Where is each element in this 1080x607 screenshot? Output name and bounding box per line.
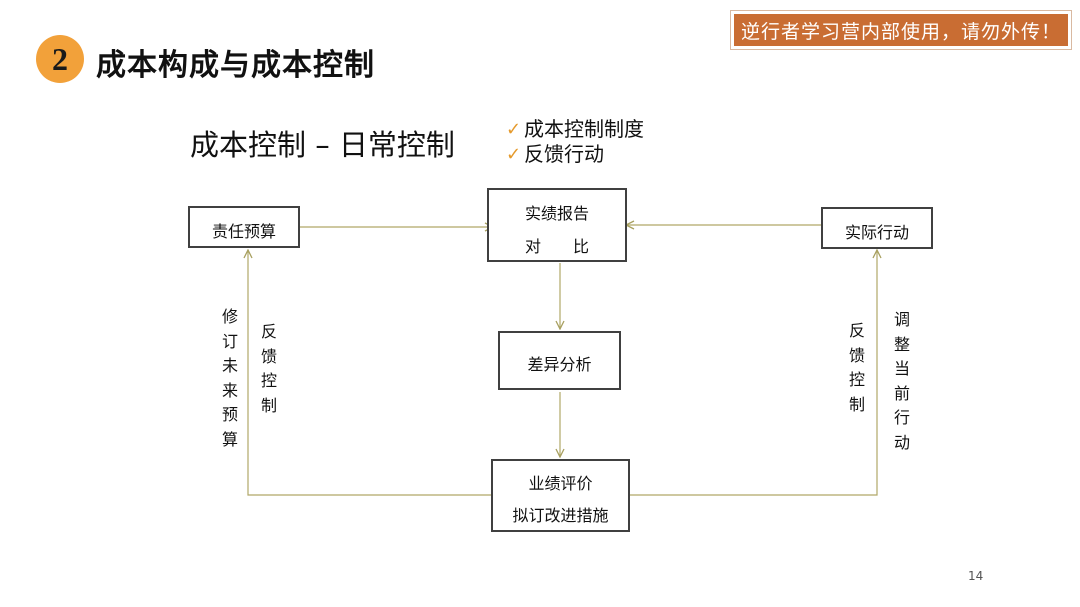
check-list: ✓ 成本控制制度 ✓ 反馈行动 bbox=[506, 117, 644, 167]
vertical-char: 当 bbox=[894, 359, 911, 378]
vertical-char: 未 bbox=[222, 356, 239, 375]
box-label-line2: 拟订改进措施 bbox=[512, 506, 609, 525]
vertical-char: 修 bbox=[222, 307, 239, 326]
vertical-char: 算 bbox=[222, 429, 239, 449]
box-responsibility-budget: 责任预算 bbox=[188, 206, 300, 248]
vertical-char: 前 bbox=[894, 383, 911, 403]
box-label-line1: 业绩评价 bbox=[528, 474, 593, 493]
vertical-char: 订 bbox=[222, 331, 239, 351]
box-label-line2: 对 比 bbox=[524, 237, 589, 256]
vertical-char: 动 bbox=[894, 432, 911, 452]
vertical-char: 制 bbox=[261, 395, 278, 415]
box-label: 差异分析 bbox=[527, 355, 592, 374]
box-label-line1: 实绩报告 bbox=[524, 204, 589, 223]
arrow-eval-to-action bbox=[629, 250, 877, 496]
check-item: ✓ 反馈行动 bbox=[506, 142, 644, 167]
box-variance-analysis: 差异分析 bbox=[498, 331, 621, 390]
vertical-char: 反 bbox=[849, 321, 866, 340]
box-actual-action: 实际行动 bbox=[821, 207, 933, 249]
page-title: 成本构成与成本控制 bbox=[96, 48, 375, 83]
label-adjust-current-action: 调 整 当 前 行 动 bbox=[894, 308, 910, 455]
label-feedback-control-right: 反 馈 控 制 bbox=[849, 319, 865, 417]
label-revise-future-budget: 修 订 未 来 预 算 bbox=[222, 305, 238, 452]
arrow-eval-to-budget bbox=[248, 250, 492, 496]
vertical-char: 馈 bbox=[849, 345, 866, 365]
page-number: 14 bbox=[968, 569, 984, 583]
vertical-char: 整 bbox=[894, 334, 911, 354]
check-item-label: 成本控制制度 bbox=[524, 117, 644, 141]
box-label: 责任预算 bbox=[211, 222, 276, 241]
vertical-char: 反 bbox=[261, 322, 278, 341]
check-item: ✓ 成本控制制度 bbox=[506, 117, 644, 142]
vertical-char: 馈 bbox=[261, 346, 278, 366]
box-performance-eval: 业绩评价 拟订改进措施 bbox=[491, 459, 630, 532]
check-icon: ✓ bbox=[506, 144, 522, 165]
label-feedback-control-left: 反 馈 控 制 bbox=[261, 320, 277, 418]
vertical-char: 控 bbox=[261, 371, 278, 390]
vertical-char: 控 bbox=[849, 370, 866, 389]
vertical-char: 来 bbox=[222, 380, 239, 400]
vertical-char: 预 bbox=[222, 405, 239, 424]
notice-banner: 逆行者学习营内部使用，请勿外传！ bbox=[730, 10, 1072, 50]
check-item-label: 反馈行动 bbox=[524, 142, 604, 166]
box-label: 实际行动 bbox=[844, 223, 909, 242]
notice-text: 逆行者学习营内部使用，请勿外传！ bbox=[734, 14, 1068, 46]
vertical-char: 调 bbox=[894, 310, 911, 329]
check-icon: ✓ bbox=[506, 119, 522, 140]
vertical-char: 制 bbox=[849, 394, 866, 414]
vertical-char: 行 bbox=[894, 408, 911, 427]
section-number-badge: 2 bbox=[36, 35, 84, 83]
box-performance-report: 实绩报告 对 比 bbox=[487, 188, 627, 262]
slide-subtitle: 成本控制 – 日常控制 bbox=[190, 128, 455, 162]
